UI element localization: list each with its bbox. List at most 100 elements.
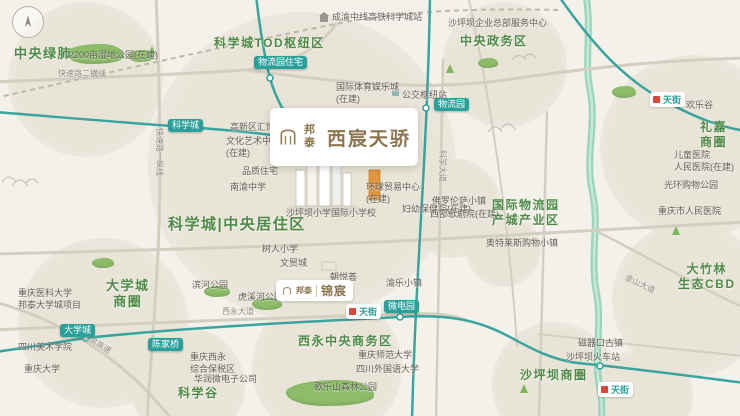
place-label: 西部歌剧院(在建) bbox=[430, 209, 499, 219]
tianjie-mall-badge: 天街 bbox=[346, 304, 382, 319]
district-bubble bbox=[130, 328, 245, 416]
longfor-logo-icon bbox=[349, 308, 356, 315]
place-label: 奥特莱斯购物小镇 bbox=[486, 238, 559, 248]
road-name-label: 快速路二横线 bbox=[58, 69, 106, 78]
tree-icon bbox=[148, 46, 156, 55]
compass-icon bbox=[12, 6, 44, 38]
place-label: 重庆市人民医院 bbox=[658, 206, 722, 216]
place-label: 华润微电子公司 bbox=[194, 374, 258, 384]
district-label: 科学城TOD枢纽区 bbox=[214, 36, 325, 50]
road-name-label: 科学大道 bbox=[438, 150, 447, 182]
longfor-logo-icon bbox=[601, 386, 608, 393]
place-label: 重庆西永 综合保税区 bbox=[190, 352, 236, 374]
rail-station-icon bbox=[319, 12, 329, 22]
place-label: 妇幼保健院(在建) bbox=[402, 204, 471, 214]
place-label: 树人小学 bbox=[262, 244, 299, 254]
place-label: 重庆师范大学 bbox=[358, 350, 413, 360]
district-label: 国际物流园 产城产业区 bbox=[492, 198, 560, 227]
district-label: 大竹林 生态CBD bbox=[678, 262, 736, 291]
place-label: 环球贸易中心 (在建) bbox=[366, 182, 421, 204]
place-label: 沙坪坝企业总部服务中心 bbox=[448, 18, 548, 28]
longfor-logo-icon bbox=[653, 96, 660, 103]
brand-name: 邦泰 bbox=[304, 124, 315, 149]
tianjie-label: 天街 bbox=[611, 385, 630, 395]
park-area bbox=[478, 58, 498, 68]
place-label: 约2200亩湿地公园(在建) bbox=[60, 50, 159, 60]
bus-icon bbox=[392, 91, 399, 96]
park-area bbox=[286, 380, 374, 406]
bangtai-emblem-icon bbox=[280, 129, 296, 145]
place-label: 成渝中线高铁科学城站 bbox=[332, 12, 423, 22]
park-area bbox=[66, 44, 124, 64]
district-bubble bbox=[442, 2, 567, 127]
project-logo: 邦泰 西宸天骄 bbox=[270, 108, 418, 166]
park-area bbox=[612, 86, 636, 98]
tianjie-label: 天街 bbox=[663, 95, 682, 105]
place-label: 滨河公园 bbox=[192, 280, 229, 290]
metro-station-badge: 科学城 bbox=[168, 119, 204, 133]
district-bubble bbox=[492, 322, 617, 416]
tianjie-mall-badge: 天街 bbox=[650, 92, 686, 107]
district-label: 礼嘉 商圈 bbox=[700, 120, 728, 149]
place-label: 儿童医院 人民医院(在建) bbox=[674, 150, 734, 172]
district-bubble bbox=[612, 222, 740, 377]
highspeed-rail-line bbox=[0, 8, 561, 98]
place-label: 佛罗伦萨小镇 bbox=[432, 196, 487, 206]
place-label: 欢乐谷 bbox=[686, 100, 714, 110]
district-label: 西永中央商务区 bbox=[298, 334, 393, 348]
district-bubble bbox=[402, 158, 502, 258]
district-bubble bbox=[148, 12, 456, 320]
district-label: 沙坪坝商圈 bbox=[520, 368, 588, 382]
tree-icon bbox=[672, 226, 680, 235]
place-label: 四川美术学院 bbox=[18, 342, 73, 352]
place-label: 品质住宅 bbox=[242, 166, 279, 176]
place-label: 国际体育娱乐城 (在建) bbox=[336, 82, 400, 104]
place-label: 歌乐山森林公园 bbox=[314, 382, 378, 392]
park-area bbox=[92, 258, 114, 268]
place-label: 重庆大学 bbox=[24, 364, 61, 374]
tianjie-label: 天街 bbox=[359, 307, 378, 317]
sub-project-badge: 邦泰 锦宸 bbox=[276, 280, 354, 301]
sub-project-name: 锦宸 bbox=[321, 284, 348, 298]
district-label: 科学谷 bbox=[178, 386, 219, 400]
park-area bbox=[128, 50, 154, 62]
sub-brand-name: 邦泰 bbox=[296, 286, 312, 295]
place-label: 渝乐小镇 bbox=[386, 278, 423, 288]
place-label: 四川外国语大学 bbox=[356, 364, 420, 374]
metro-station-badge: 大学城 bbox=[60, 324, 96, 338]
district-bubble bbox=[18, 238, 188, 408]
buildings-illustration bbox=[288, 151, 381, 271]
road-name-label: 金山大道 bbox=[623, 272, 657, 296]
district-bubble bbox=[600, 55, 740, 240]
metro-station-badge: 物流园 bbox=[434, 98, 470, 112]
road-name-label: 西永大道 bbox=[222, 307, 254, 316]
tianjie-mall-badge: 天街 bbox=[598, 382, 634, 397]
mountain-icon bbox=[1, 53, 537, 187]
project-name: 西宸天骄 bbox=[327, 128, 412, 150]
district-bubble bbox=[466, 212, 541, 287]
district-label: 大学城 商圈 bbox=[106, 278, 150, 310]
place-label: 公交枢纽站 bbox=[402, 90, 448, 100]
place-label: 沙坪坝火车站 bbox=[566, 352, 621, 362]
tree-icon bbox=[520, 384, 528, 393]
district-label: 中央政务区 bbox=[460, 34, 528, 48]
tree-icon bbox=[446, 64, 454, 73]
logo-divider bbox=[316, 284, 317, 297]
bangtai-emblem-icon bbox=[283, 286, 291, 295]
place-label: 光环购物公园 bbox=[664, 180, 719, 190]
metro-station-badge: 陈家桥 bbox=[148, 338, 184, 352]
road-name-label: 快速路一纵线 bbox=[155, 128, 164, 176]
place-label: 南渝中学 bbox=[230, 182, 267, 192]
metro-station-badge: 微电园 bbox=[384, 300, 420, 314]
